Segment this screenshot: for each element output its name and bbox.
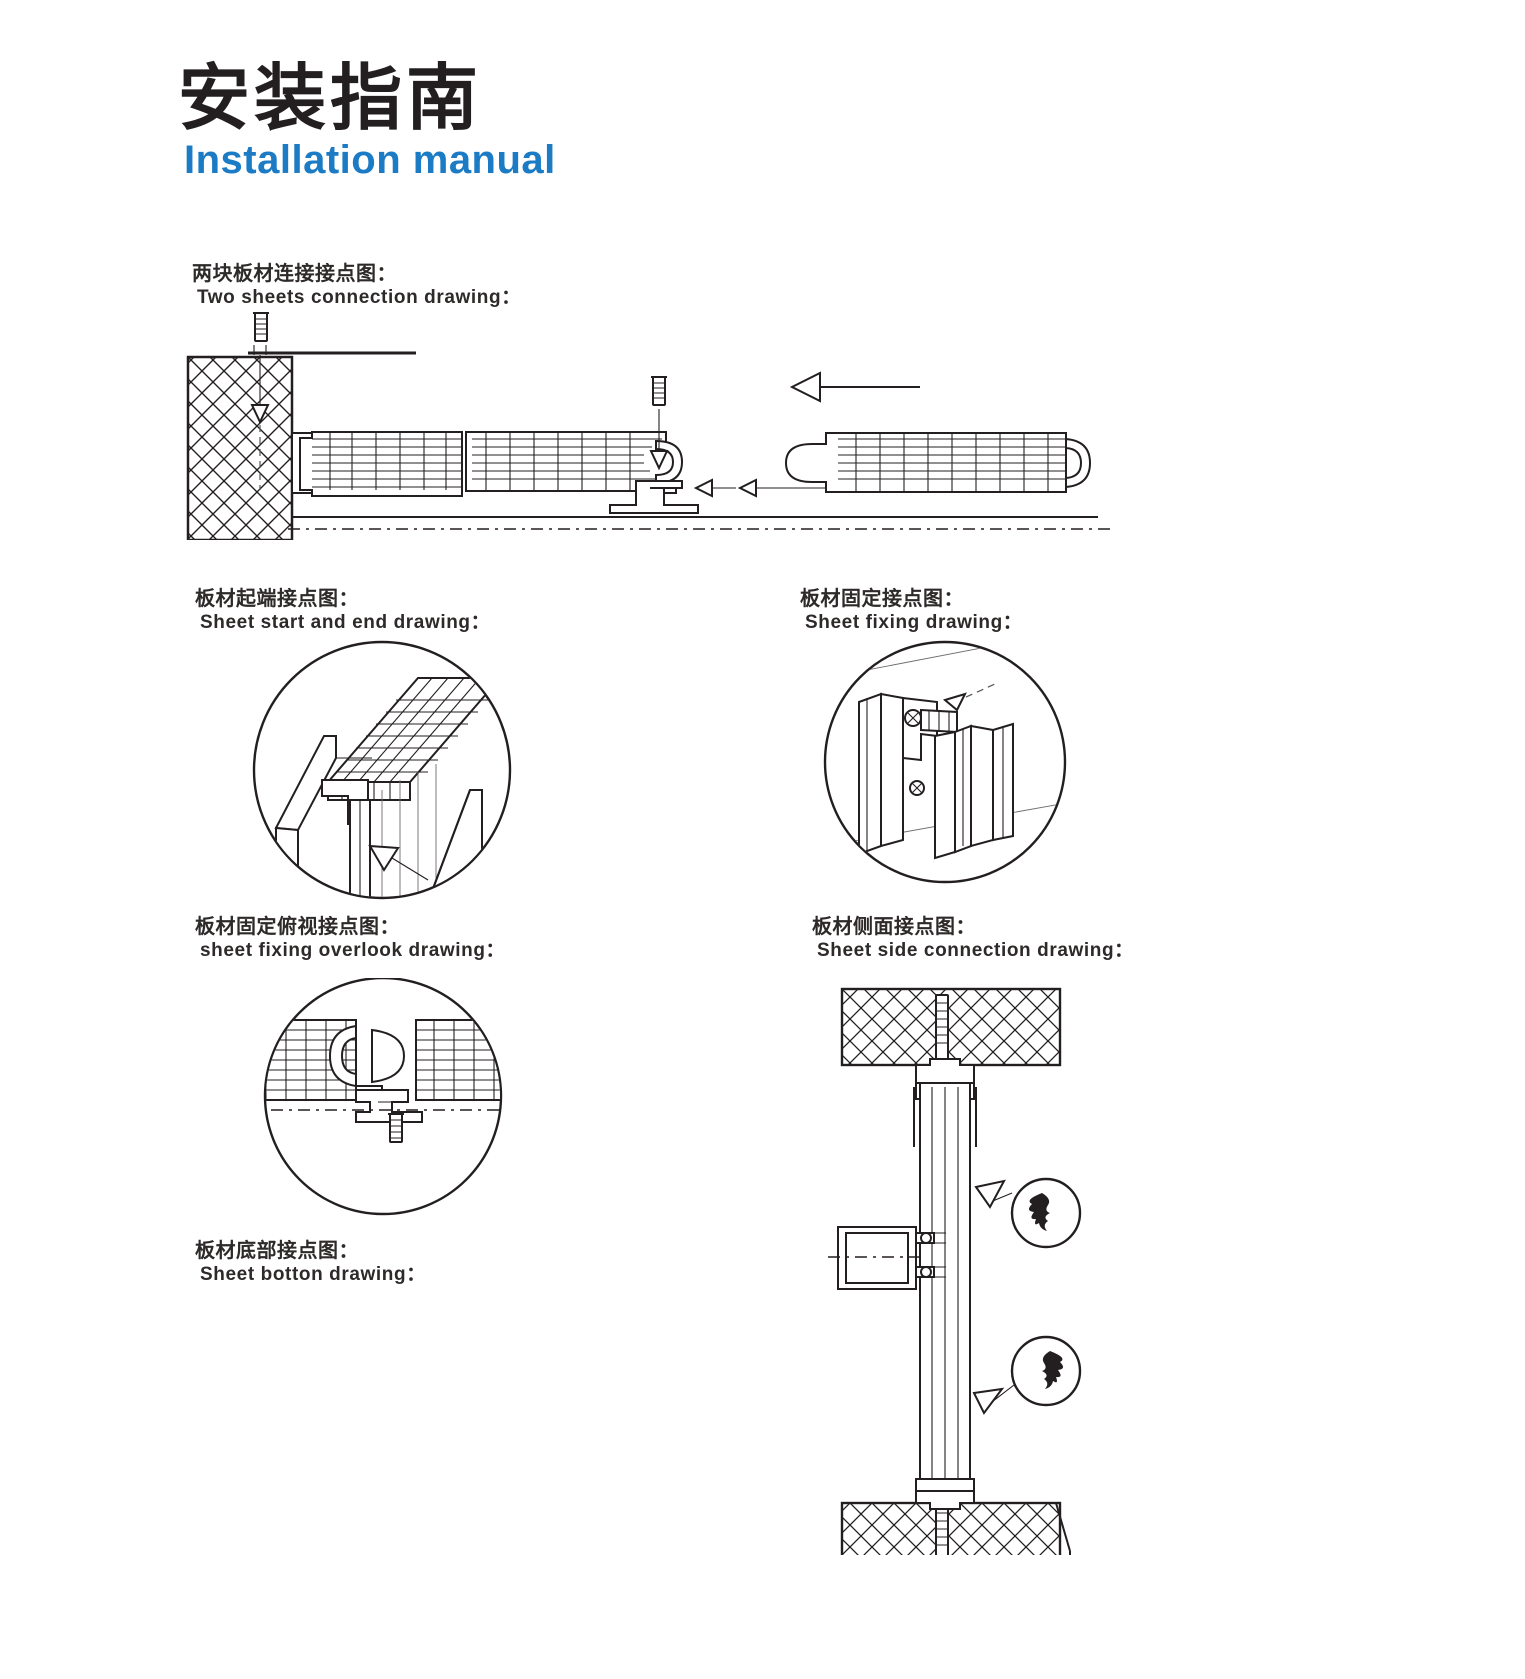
screw-insertion-arrow: [942, 683, 996, 712]
callout-clip-detail-lower: [972, 1335, 1082, 1415]
bottom-track-profile: [915, 1478, 975, 1510]
callout-clip-detail-upper: [974, 1177, 1082, 1249]
anchor-screw-bottom: [935, 1504, 949, 1555]
top-reference-bar: [248, 345, 416, 355]
floor-slab-hatch: [840, 1501, 1062, 1555]
two-sheets-connection-drawing: [186, 312, 1110, 540]
section-heading-cn: 板材底部接点图：: [195, 1238, 359, 1262]
section-heading-cn: 板材固定接点图：: [800, 586, 964, 610]
figure-two-sheets-connection: [180, 305, 1120, 540]
section-heading-en: Sheet botton drawing：: [200, 1264, 426, 1285]
section-heading-sheet-fixing-overlook: 板材固定俯视接点图： sheet fixing overlook drawing…: [195, 914, 505, 963]
right-return-flange: [1055, 1502, 1071, 1555]
section-heading-en: Sheet side connection drawing：: [817, 940, 1134, 961]
section-heading-cn: 两块板材连接接点图：: [192, 261, 397, 285]
joint-socket-hook-plan: [328, 1024, 406, 1101]
page-title-cn: 安装指南: [178, 56, 483, 140]
section-heading-cn: 板材起端接点图：: [195, 586, 359, 610]
panel-sheet-right: [784, 432, 1092, 493]
mounting-clip-bracket: [609, 480, 699, 514]
section-heading-cn: 板材固定俯视接点图：: [195, 914, 400, 938]
fixing-bracket-plan: [355, 1089, 423, 1123]
screw-icon-top-left: [253, 312, 269, 342]
section-heading-sheet-fixing: 板材固定接点图： Sheet fixing drawing：: [800, 586, 1022, 635]
detail-circle-frame: [263, 978, 503, 1216]
ceiling-slab-hatch: [840, 987, 1062, 1067]
figure-sheet-start-end: [232, 640, 532, 900]
section-heading-sheet-botton: 板材底部接点图： Sheet botton drawing：: [195, 1238, 426, 1287]
section-heading-en: Sheet fixing drawing：: [805, 612, 1023, 633]
assembly-arrow-left-mid: [693, 478, 736, 498]
panel-plan-right: [415, 1019, 500, 1101]
figure-sheet-fixing: [805, 640, 1085, 890]
page-title: 安装指南 Installation manual: [178, 62, 556, 180]
section-heading-en: Sheet start and end drawing：: [200, 612, 491, 633]
floor-center-line: [288, 516, 1110, 530]
detail-circle-frame: [252, 640, 512, 900]
page-title-en: Installation manual: [184, 138, 556, 182]
wall-hatch-block: [186, 355, 294, 540]
fixing-screw-lower: [909, 780, 925, 796]
sheet-start-end-drawing: [252, 640, 512, 900]
section-heading-sheet-start-end: 板材起端接点图： Sheet start and end drawing：: [195, 586, 490, 635]
section-heading-en: Two sheets connection drawing：: [197, 287, 521, 308]
panel-sheet-left: [299, 431, 463, 497]
sheet-side-connection-drawing: [828, 987, 1082, 1555]
detail-circle-frame: [823, 640, 1067, 884]
section-heading-two-sheets-connection: 两块板材连接接点图： Two sheets connection drawing…: [192, 261, 521, 310]
vertical-sheet-section: [913, 1082, 977, 1502]
figure-sheet-fixing-overlook: [238, 978, 528, 1218]
section-heading-cn: 板材侧面接点图：: [812, 914, 976, 938]
panel-sheet-middle: [465, 431, 684, 494]
assembly-arrow-down-center: [649, 409, 669, 471]
screw-icon-center: [651, 376, 667, 406]
figure-sheet-side-connection: [828, 975, 1118, 1555]
section-heading-sheet-side-connection: 板材侧面接点图： Sheet side connection drawing：: [812, 914, 1134, 963]
insertion-arrow: [368, 844, 429, 881]
mid-fixing-bracket: [828, 1226, 946, 1290]
screw-icon-plan: [388, 1113, 404, 1143]
panel-left-profile: [858, 692, 904, 856]
sheet-fixing-drawing: [823, 640, 1067, 884]
panel-right-profiles: [934, 722, 1014, 860]
installation-direction-arrow: [789, 371, 920, 403]
sheet-fixing-overlook-drawing: [263, 978, 503, 1216]
assembly-arrow-down-left: [250, 355, 270, 490]
section-heading-en: sheet fixing overlook drawing：: [200, 940, 506, 961]
